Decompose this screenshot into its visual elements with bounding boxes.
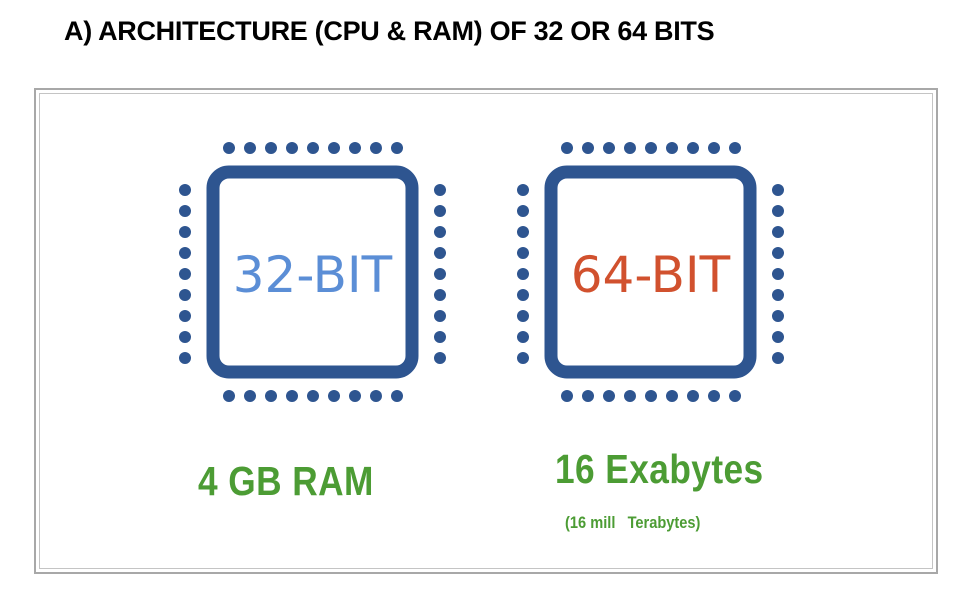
cpu-pins-top (223, 142, 403, 154)
cpu-pins-left (179, 184, 191, 364)
cpu-pins-left (517, 184, 529, 364)
cpu-64bit-label: 64-BIT (571, 246, 731, 304)
cpu-pins-right (434, 184, 446, 364)
ram-64bit-caption: 16 Exabytes (555, 446, 764, 492)
ram-32bit-caption: 4 GB RAM (198, 458, 374, 504)
ram-64bit-subcaption: (16 mill Terabytes) (565, 513, 701, 532)
cpu-64bit-chip: 64-BIT (517, 142, 784, 402)
cpu-body (544, 165, 757, 379)
cpu-32bit-chip: 32-BIT (179, 142, 446, 402)
diagram-frame-inner-border (39, 93, 933, 569)
cpu-pins-right (772, 184, 784, 364)
cpu-32bit-label: 32-BIT (233, 246, 393, 304)
page-heading: A) ARCHITECTURE (CPU & RAM) OF 32 OR 64 … (64, 16, 715, 46)
cpu-pins-bottom (223, 390, 403, 402)
cpu-pins-top (561, 142, 741, 154)
diagram-frame (34, 88, 938, 574)
cpu-body (206, 165, 419, 379)
cpu-pins-bottom (561, 390, 741, 402)
